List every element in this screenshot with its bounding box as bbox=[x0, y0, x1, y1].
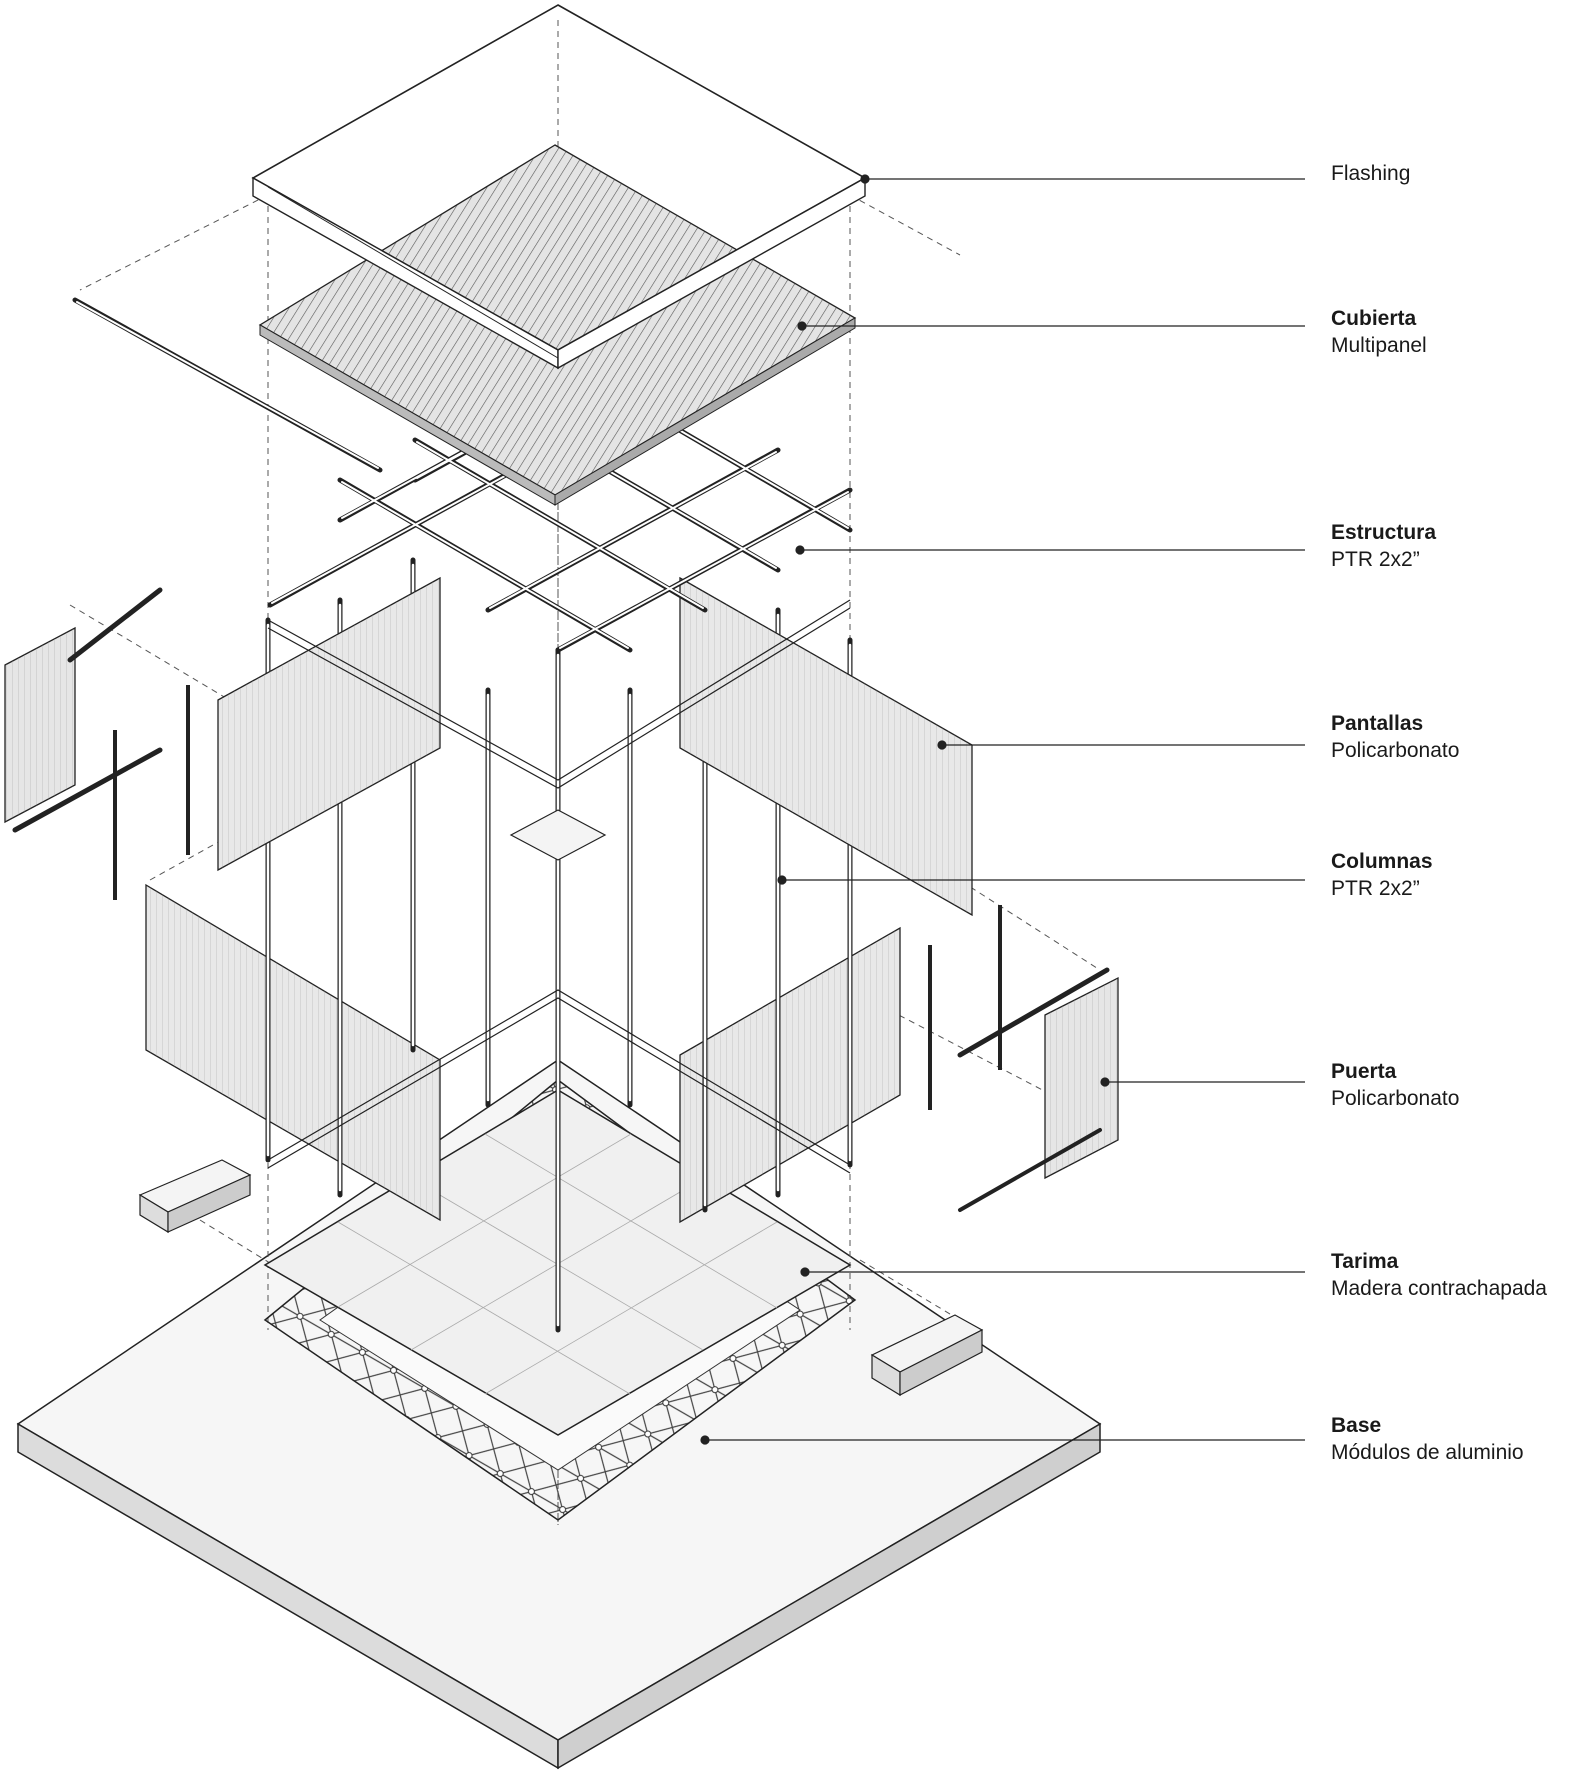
label-base: Base Módulos de aluminio bbox=[1331, 1412, 1524, 1466]
right-door bbox=[928, 905, 1119, 1212]
label-flashing: Flashing bbox=[1331, 160, 1410, 187]
leader-lines bbox=[700, 174, 1305, 1445]
step-right bbox=[870, 1314, 984, 1397]
label-base-subtitle: Módulos de aluminio bbox=[1331, 1441, 1524, 1464]
label-estructura-subtitle: PTR 2x2” bbox=[1331, 548, 1420, 571]
label-columnas: Columnas PTR 2x2” bbox=[1331, 848, 1433, 902]
label-columnas-subtitle: PTR 2x2” bbox=[1331, 877, 1420, 900]
flashing-frame bbox=[251, 4, 867, 370]
label-puerta-title: Puerta bbox=[1331, 1060, 1397, 1083]
upper-frame bbox=[267, 599, 851, 861]
roof-sheet bbox=[258, 144, 857, 506]
lower-right-panel bbox=[679, 926, 901, 1224]
label-cubierta: Cubierta Multipanel bbox=[1331, 305, 1427, 359]
label-cubierta-subtitle: Multipanel bbox=[1331, 334, 1427, 357]
label-cubierta-title: Cubierta bbox=[1331, 307, 1417, 330]
label-tarima-title: Tarima bbox=[1331, 1250, 1399, 1273]
label-estructura-title: Estructura bbox=[1331, 521, 1437, 544]
upper-left-panel bbox=[217, 576, 441, 872]
lower-beams bbox=[267, 989, 851, 1174]
left-door bbox=[4, 587, 190, 900]
step-left bbox=[138, 1159, 252, 1234]
label-tarima-subtitle: Madera contrachapada bbox=[1331, 1277, 1547, 1300]
label-pantallas: Pantallas Policarbonato bbox=[1331, 710, 1459, 764]
label-tarima: Tarima Madera contrachapada bbox=[1331, 1248, 1547, 1302]
label-puerta: Puerta Policarbonato bbox=[1331, 1058, 1459, 1112]
label-puerta-subtitle: Policarbonato bbox=[1331, 1087, 1460, 1110]
label-base-title: Base bbox=[1331, 1414, 1382, 1437]
label-columnas-title: Columnas bbox=[1331, 850, 1433, 873]
label-flashing-title: Flashing bbox=[1331, 162, 1411, 185]
upper-right-panel bbox=[679, 576, 973, 917]
lower-left-panel bbox=[145, 883, 441, 1222]
label-pantallas-title: Pantallas bbox=[1331, 712, 1424, 735]
label-pantallas-subtitle: Policarbonato bbox=[1331, 739, 1460, 762]
label-estructura: Estructura PTR 2x2” bbox=[1331, 519, 1436, 573]
